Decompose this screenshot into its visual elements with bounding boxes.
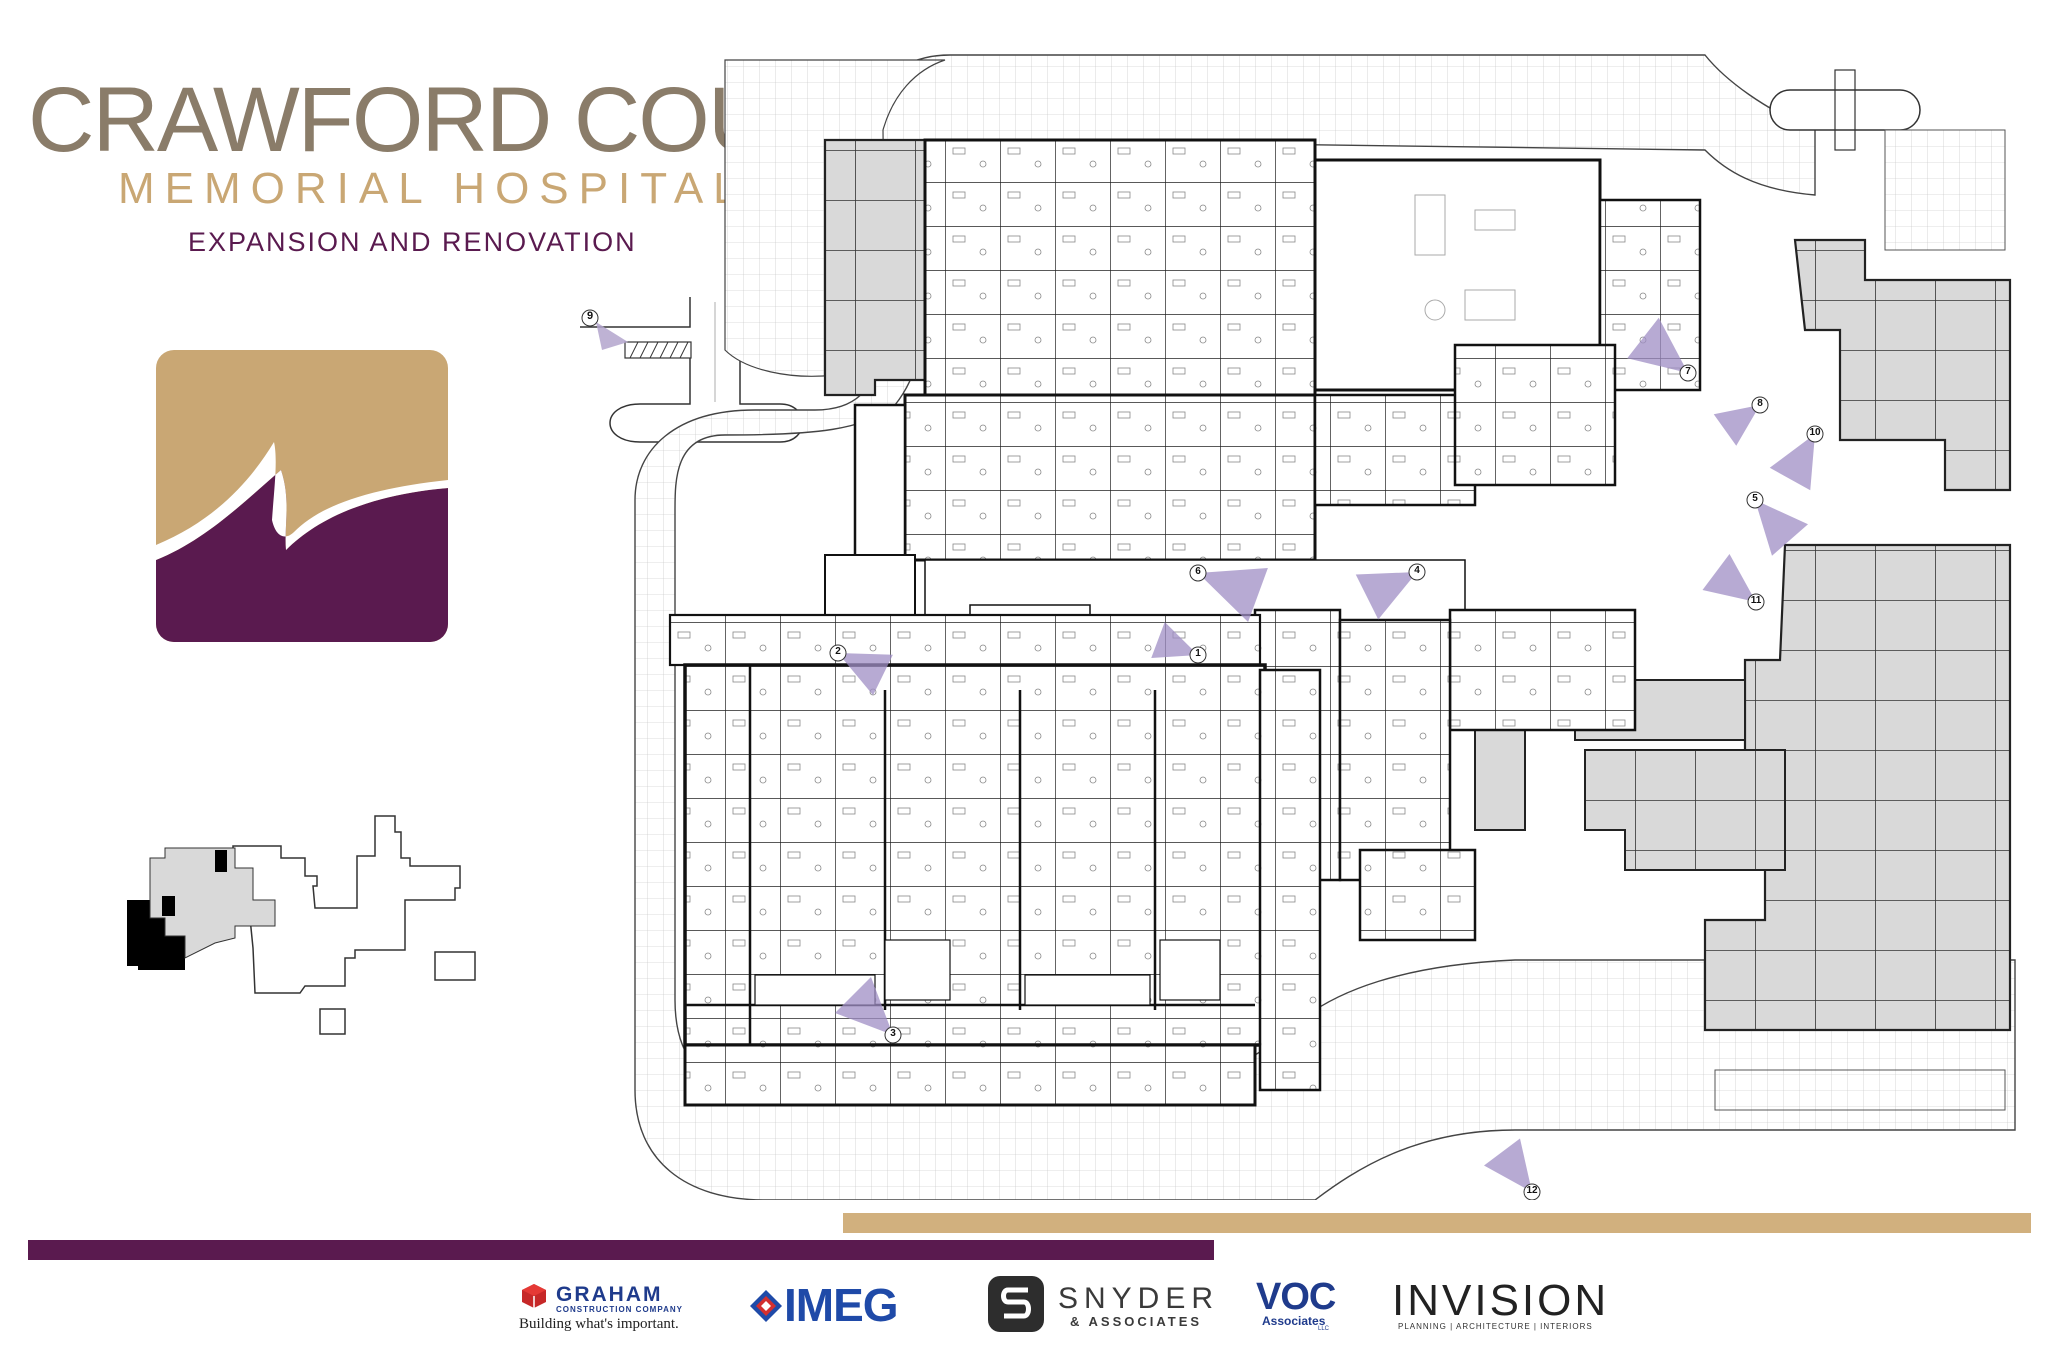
viewpoint-marker[interactable] <box>1679 364 1697 382</box>
voc-logo-suffix: LLC <box>1318 1326 1330 1332</box>
graham-logo-sub: CONSTRUCTION COMPANY <box>556 1305 683 1314</box>
viewpoint-9-label: 9 <box>586 310 594 322</box>
viewpoint-marker[interactable] <box>829 644 847 662</box>
voc-logo-name: VOC <box>1256 1276 1336 1318</box>
viewpoint-label: 12 <box>1526 1185 1538 1196</box>
graham-tagline: Building what's important. <box>519 1316 679 1332</box>
viewpoint-label: 11 <box>1750 595 1762 606</box>
viewpoint-label: 5 <box>1752 493 1758 504</box>
viewpoint-label: 4 <box>1414 565 1420 576</box>
viewpoint-cone <box>1198 568 1268 622</box>
building-key-plan-icon <box>127 815 476 1035</box>
viewpoint-cone <box>1755 500 1808 556</box>
floor-plan <box>634 54 2016 1200</box>
footer-bar-purple <box>28 1240 1214 1260</box>
viewpoint-label: 2 <box>835 646 841 657</box>
snyder-s-icon <box>988 1276 1044 1332</box>
viewpoint-marker[interactable] <box>1747 593 1765 611</box>
viewpoint-label: 8 <box>1757 398 1763 409</box>
page-subtitle: MEMORIAL HOSPITAL <box>118 164 748 213</box>
imeg-logo: IMEG <box>784 1279 899 1331</box>
viewpoint-cone <box>1627 317 1688 373</box>
hospital-emblem-icon <box>156 350 448 642</box>
project-tagline: EXPANSION AND RENOVATION <box>188 227 637 257</box>
graham-cube-icon <box>522 1284 546 1308</box>
viewpoint-marker[interactable] <box>1408 563 1426 581</box>
viewpoint-label: 3 <box>890 1028 896 1039</box>
viewpoint-label: 1 <box>1195 648 1201 659</box>
viewpoint-label: 10 <box>1809 427 1821 438</box>
viewpoint-cone <box>835 977 893 1035</box>
footer-bar-tan <box>843 1213 2031 1233</box>
viewpoint-label: 7 <box>1685 366 1691 377</box>
viewpoint-cone <box>1713 405 1760 446</box>
viewpoint-cone <box>1769 434 1815 491</box>
snyder-logo-sub: & ASSOCIATES <box>1070 1314 1203 1329</box>
viewpoint-marker[interactable] <box>1523 1183 1541 1200</box>
viewpoint-marker[interactable] <box>1806 425 1824 443</box>
viewpoint-cone <box>1355 572 1417 620</box>
viewpoint-cone <box>1151 622 1198 658</box>
viewpoint-marker[interactable] <box>884 1026 902 1044</box>
voc-logo-sub: Associates <box>1262 1314 1326 1328</box>
viewpoint-marker[interactable] <box>1189 646 1207 664</box>
viewpoint-cone <box>1702 554 1756 602</box>
viewpoint-marker[interactable] <box>1746 491 1764 509</box>
viewpoint-label: 6 <box>1195 566 1201 577</box>
viewpoint-cone <box>838 653 893 696</box>
graham-logo-name: GRAHAM <box>556 1283 663 1306</box>
viewpoint-cone <box>1484 1138 1532 1192</box>
snyder-logo-name: SNYDER <box>1058 1282 1220 1315</box>
invision-logo-sub: PLANNING | ARCHITECTURE | INTERIORS <box>1398 1322 1593 1331</box>
viewpoint-marker[interactable] <box>1189 564 1207 582</box>
viewpoint-marker[interactable] <box>1751 396 1769 414</box>
imeg-diamond-icon <box>750 1290 782 1322</box>
invision-logo-name: INVISION <box>1392 1276 1610 1325</box>
